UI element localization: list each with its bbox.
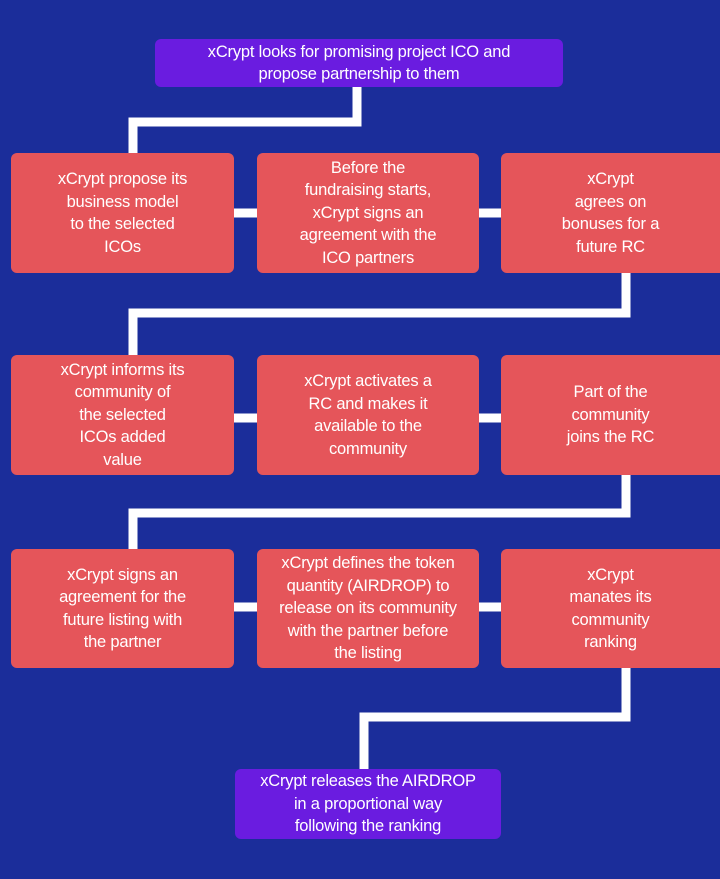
step-sign-listing-agreement: xCrypt signs an agreement for the future…	[11, 549, 234, 668]
step-agree-bonuses: xCrypt agrees on bonuses for a future RC	[501, 153, 720, 273]
step-community-joins: Part of the community joins the RC	[501, 355, 720, 475]
step-activate-rc: xCrypt activates a RC and makes it avail…	[257, 355, 479, 475]
step-propose-business-model: xCrypt propose its business model to the…	[11, 153, 234, 273]
connector-start-to-row1	[128, 87, 362, 153]
start-step: xCrypt looks for promising project ICO a…	[155, 39, 563, 87]
step-community-ranking: xCrypt manates its community ranking	[501, 549, 720, 668]
connector-row2-to-row3	[128, 475, 631, 549]
connector-row1-to-row2	[128, 273, 631, 355]
connector-row3-to-end	[359, 668, 631, 769]
step-define-airdrop: xCrypt defines the token quantity (AIRDR…	[257, 549, 479, 668]
end-step: xCrypt releases the AIRDROP in a proport…	[235, 769, 501, 839]
step-sign-agreement: Before the fundraising starts, xCrypt si…	[257, 153, 479, 273]
step-inform-community: xCrypt informs its community of the sele…	[11, 355, 234, 475]
